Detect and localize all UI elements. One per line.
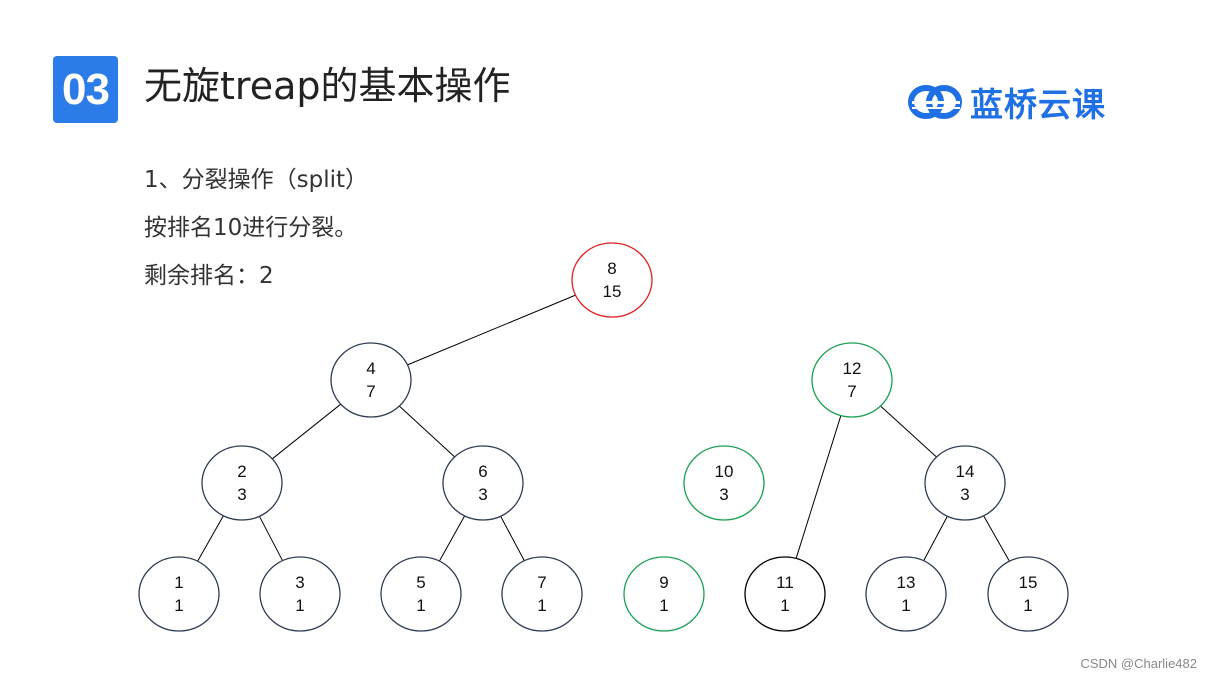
node-key: 3 xyxy=(295,573,304,592)
brand-logo: 蓝桥云课 xyxy=(908,78,1106,126)
tree-node-4: 47 xyxy=(330,342,412,418)
node-circle xyxy=(623,556,705,632)
node-circle xyxy=(683,445,765,521)
tree-node-2: 23 xyxy=(201,445,283,521)
tree-node-6: 63 xyxy=(442,445,524,521)
watermark: CSDN @Charlie482 xyxy=(1080,656,1197,671)
node-key: 10 xyxy=(715,462,734,481)
logo-text: 蓝桥云课 xyxy=(970,85,1106,124)
page-title: 无旋treap的基本操作 xyxy=(144,64,511,108)
node-circle xyxy=(259,556,341,632)
tree-node-13: 131 xyxy=(865,556,947,632)
section-number-badge: 03 xyxy=(53,56,118,123)
split-description: 按排名10进行分裂。 xyxy=(144,215,358,241)
node-key: 9 xyxy=(659,573,668,592)
node-circle xyxy=(865,556,947,632)
node-size: 1 xyxy=(174,596,183,615)
node-circle xyxy=(201,445,283,521)
node-key: 4 xyxy=(366,359,375,378)
node-key: 11 xyxy=(776,573,794,592)
node-key: 8 xyxy=(607,259,616,278)
lanqiao-logo-icon xyxy=(908,85,962,119)
edge-n2-n3 xyxy=(258,516,284,561)
tree-node-15: 151 xyxy=(987,556,1069,632)
edge-n6-n7 xyxy=(500,515,525,562)
node-size: 3 xyxy=(237,485,246,504)
node-size: 3 xyxy=(960,485,969,504)
edge-n14-n13 xyxy=(923,515,948,562)
node-circle xyxy=(571,242,653,318)
node-key: 15 xyxy=(1019,573,1038,592)
node-circle xyxy=(811,342,893,418)
tree-node-8: 815 xyxy=(571,242,653,318)
edge-n8-n4 xyxy=(407,294,576,366)
step-heading: 1、分裂操作（split） xyxy=(144,167,369,193)
node-size: 1 xyxy=(901,596,910,615)
node-key: 6 xyxy=(478,462,487,481)
node-circle xyxy=(924,445,1006,521)
remaining-rank: 剩余排名：2 xyxy=(144,263,274,289)
node-circle xyxy=(330,342,412,418)
node-circle xyxy=(501,556,583,632)
edge-n12-n11 xyxy=(795,415,842,559)
tree-node-3: 31 xyxy=(259,556,341,632)
node-circle xyxy=(987,556,1069,632)
node-size: 15 xyxy=(603,282,622,301)
tree-node-7: 71 xyxy=(501,556,583,632)
node-key: 12 xyxy=(843,359,862,378)
edge-n4-n6 xyxy=(399,405,455,458)
node-size: 7 xyxy=(847,382,856,401)
node-size: 7 xyxy=(366,382,375,401)
tree-node-11: 111 xyxy=(744,556,826,632)
node-key: 5 xyxy=(416,573,425,592)
tree-node-5: 51 xyxy=(380,556,462,632)
edge-n4-n2 xyxy=(271,403,342,460)
node-key: 14 xyxy=(956,462,975,481)
tree-edges xyxy=(197,294,1010,562)
node-size: 1 xyxy=(295,596,304,615)
tree-node-12: 127 xyxy=(811,342,893,418)
edge-n14-n15 xyxy=(983,515,1010,562)
node-circle xyxy=(380,556,462,632)
node-circle xyxy=(744,556,826,632)
node-key: 7 xyxy=(537,573,546,592)
node-size: 1 xyxy=(537,596,546,615)
edge-n12-n14 xyxy=(880,405,937,458)
node-size: 3 xyxy=(478,485,487,504)
edge-n2-n1 xyxy=(197,515,224,562)
node-key: 1 xyxy=(174,573,183,592)
node-key: 13 xyxy=(897,573,916,592)
node-size: 1 xyxy=(1023,596,1032,615)
tree-node-14: 143 xyxy=(924,445,1006,521)
node-size: 1 xyxy=(416,596,425,615)
tree-node-10: 103 xyxy=(683,445,765,521)
tree-node-9: 91 xyxy=(623,556,705,632)
node-size: 3 xyxy=(719,485,728,504)
node-circle xyxy=(442,445,524,521)
node-circle xyxy=(138,556,220,632)
tree-node-1: 11 xyxy=(138,556,220,632)
edge-n6-n5 xyxy=(438,515,466,562)
node-size: 1 xyxy=(659,596,668,615)
node-key: 2 xyxy=(237,462,246,481)
node-size: 1 xyxy=(780,596,789,615)
